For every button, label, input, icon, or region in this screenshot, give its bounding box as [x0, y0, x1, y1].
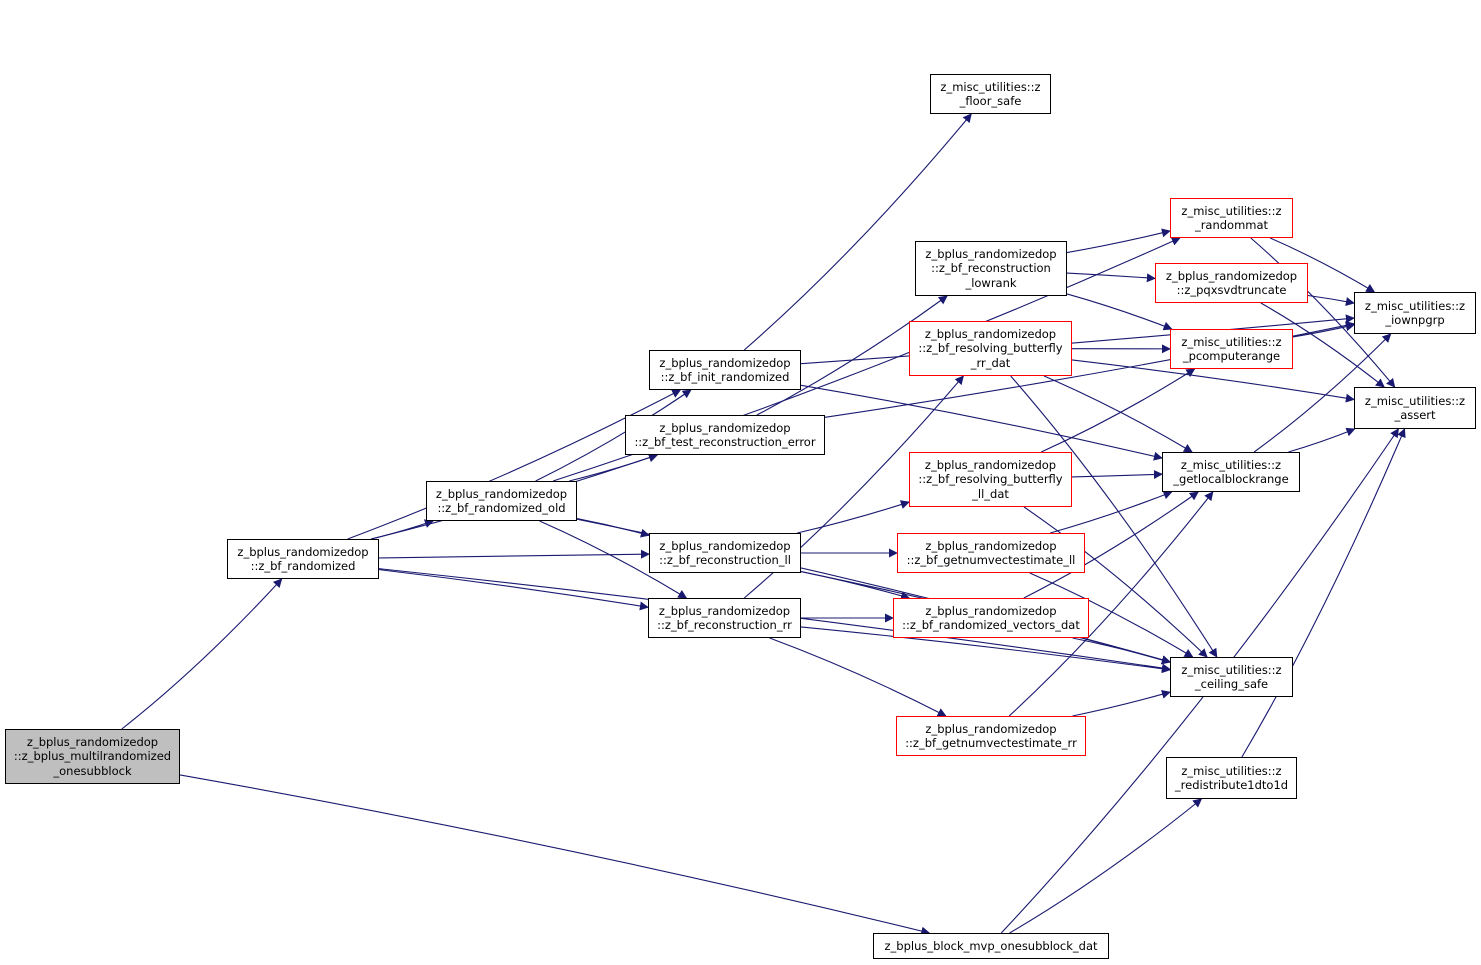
edge-bf_resolving_butterfly_ll_dat-to-getlocalblockrange	[1071, 469, 1163, 479]
edge-bf_randomized_old-to-bf_test_reconstruction_error	[569, 453, 659, 482]
node-label: z_bplus_randomizedop ::z_bplus_multilran…	[13, 734, 172, 778]
node-z-bplus-block-mvp-onesubblock-dat[interactable]: z_bplus_block_mvp_onesubblock_dat	[873, 933, 1109, 959]
edge-bf_randomized_vectors_dat-to-ceiling_safe	[1072, 637, 1171, 665]
node-label: z_bplus_randomizedop ::z_bf_reconstructi…	[657, 603, 792, 633]
node-label: z_misc_utilities::z _iownpgrp	[1364, 298, 1466, 328]
edge-bf_reconstruction_rr-to-ceiling_safe	[800, 626, 1171, 674]
node-z-iownpgrp[interactable]: z_misc_utilities::z _iownpgrp	[1354, 292, 1476, 334]
node-label: z_bplus_randomizedop ::z_bf_resolving_bu…	[918, 326, 1063, 370]
edge-pqxsvdtruncate-to-assert	[1260, 302, 1385, 388]
node-z-floor-safe[interactable]: z_misc_utilities::z _floor_safe	[930, 74, 1051, 114]
edge-bf_randomized-to-bf_reconstruction_rr	[378, 569, 649, 611]
node-label: z_bplus_randomizedop ::z_bf_reconstructi…	[925, 246, 1057, 290]
node-z-bf-randomized[interactable]: z_bplus_randomizedop ::z_bf_randomized	[227, 539, 379, 579]
edge-bf_randomized_old-to-bf_reconstruction_rr	[539, 520, 688, 599]
node-z-randommat[interactable]: z_misc_utilities::z _randommat	[1170, 198, 1293, 238]
edge-bf_randomized-to-bf_reconstruction_ll	[378, 549, 650, 559]
edge-block_mvp_onesubblock_dat-to-assert	[1000, 428, 1399, 934]
edge-bf_randomized_old-to-bf_init_randomized	[535, 389, 692, 482]
edge-bf_getnumvectestimate_rr-to-ceiling_safe	[1072, 689, 1171, 717]
node-z-bf-test-reconstruction-error[interactable]: z_bplus_randomizedop ::z_bf_test_reconst…	[625, 415, 825, 455]
node-label: z_misc_utilities::z _pcomputerange	[1181, 334, 1282, 364]
node-z-ceiling-safe[interactable]: z_misc_utilities::z _ceiling_safe	[1170, 657, 1293, 697]
edge-bf_reconstruction_lowrank-to-pqxsvdtruncate	[1066, 272, 1156, 283]
node-z-redistribute1dto1d[interactable]: z_misc_utilities::z _redistribute1dto1d	[1166, 757, 1297, 799]
node-label: z_bplus_randomizedop ::z_bf_randomized_v…	[902, 603, 1080, 633]
edge-bf_getnumvectestimate_rr-to-getlocalblockrange	[1008, 491, 1214, 717]
node-z-bf-resolving-butterfly-ll-dat[interactable]: z_bplus_randomizedop ::z_bf_resolving_bu…	[909, 452, 1072, 507]
edge-bf_test_reconstruction_error-to-bf_reconstruction_lowrank	[756, 295, 948, 416]
edge-bf_reconstruction_lowrank-to-pcomputerange	[1066, 293, 1173, 331]
edge-pqxsvdtruncate-to-iownpgrp	[1307, 294, 1355, 306]
edge-bf_resolving_butterfly_rr_dat-to-ceiling_safe	[1010, 375, 1218, 658]
node-label: z_bplus_randomizedop ::z_bf_getnumvectes…	[905, 721, 1077, 751]
edge-bf_reconstruction_rr-to-bf_resolving_butterfly_rr_dat	[743, 375, 964, 599]
node-label: z_misc_utilities::z _randommat	[1181, 203, 1282, 233]
node-label: z_bplus_randomizedop ::z_pqxsvdtruncate	[1165, 268, 1298, 298]
node-z-pcomputerange[interactable]: z_misc_utilities::z _pcomputerange	[1170, 329, 1293, 369]
edge-bf_resolving_butterfly_ll_dat-to-ceiling_safe	[1023, 506, 1208, 658]
node-label: z_misc_utilities::z _floor_safe	[940, 79, 1041, 109]
node-label: z_misc_utilities::z _redistribute1dto1d	[1174, 763, 1289, 793]
node-z-bplus-multilrandomized-onesubblock: z_bplus_randomizedop ::z_bplus_multilran…	[5, 729, 180, 784]
edge-bf_resolving_butterfly_rr_dat-to-assert	[1071, 359, 1355, 403]
edge-bf_randomized-to-bf_init_randomized	[347, 389, 682, 540]
node-label: z_bplus_randomizedop ::z_bf_getnumvectes…	[906, 538, 1076, 568]
node-z-bf-randomized-old[interactable]: z_bplus_randomizedop ::z_bf_randomized_o…	[426, 481, 577, 521]
edge-bf_resolving_butterfly_ll_dat-to-pcomputerange	[1041, 368, 1196, 453]
node-label: z_bplus_randomizedop ::z_bf_reconstructi…	[659, 538, 791, 568]
node-label: z_bplus_block_mvp_onesubblock_dat	[884, 938, 1098, 953]
edge-block_mvp_onesubblock_dat-to-redistribute1dto1d	[1009, 798, 1203, 934]
node-label: z_misc_utilities::z _assert	[1364, 393, 1466, 423]
edge-redistribute1dto1d-to-assert	[1241, 428, 1406, 758]
edge-getlocalblockrange-to-iownpgrp	[1253, 333, 1392, 453]
node-label: z_bplus_randomizedop ::z_bf_init_randomi…	[659, 355, 791, 385]
edge-bf_reconstruction_ll-to-bf_resolving_butterfly_ll_dat	[797, 500, 910, 534]
node-label: z_bplus_randomizedop ::z_bf_test_reconst…	[634, 420, 816, 450]
node-z-bf-reconstruction-ll[interactable]: z_bplus_randomizedop ::z_bf_reconstructi…	[649, 533, 801, 573]
node-z-bf-reconstruction-rr[interactable]: z_bplus_randomizedop ::z_bf_reconstructi…	[648, 598, 801, 638]
edge-bf_reconstruction_lowrank-to-randommat	[1066, 228, 1171, 254]
edge-root-to-bf_randomized	[121, 578, 283, 730]
node-label: z_bplus_randomizedop ::z_bf_randomized_o…	[435, 486, 568, 516]
edge-randommat-to-assert	[1250, 237, 1396, 388]
node-label: z_misc_utilities::z _ceiling_safe	[1181, 662, 1282, 692]
node-z-bf-getnumvectestimate-rr[interactable]: z_bplus_randomizedop ::z_bf_getnumvectes…	[896, 716, 1086, 756]
edge-getlocalblockrange-to-assert	[1288, 427, 1356, 453]
edge-bf_randomized_vectors_dat-to-getlocalblockrange	[1023, 491, 1199, 599]
edge-bf_reconstruction_ll-to-bf_randomized_vectors_dat	[800, 571, 911, 601]
node-z-pqxsvdtruncate[interactable]: z_bplus_randomizedop ::z_pqxsvdtruncate	[1155, 263, 1308, 303]
edge-bf_reconstruction_rr-to-bf_getnumvectestimate_rr	[769, 637, 947, 717]
node-label: z_bplus_randomizedop ::z_bf_randomized	[237, 544, 369, 574]
node-z-bf-init-randomized[interactable]: z_bplus_randomizedop ::z_bf_init_randomi…	[649, 350, 801, 390]
node-z-assert[interactable]: z_misc_utilities::z _assert	[1354, 387, 1476, 429]
edge-pcomputerange-to-iownpgrp	[1292, 322, 1355, 338]
node-z-bf-reconstruction-lowrank[interactable]: z_bplus_randomizedop ::z_bf_reconstructi…	[915, 241, 1067, 296]
node-label: z_misc_utilities::z _getlocalblockrange	[1173, 457, 1289, 487]
edge-bf_resolving_butterfly_rr_dat-to-getlocalblockrange	[1043, 375, 1193, 453]
node-z-bf-randomized-vectors-dat[interactable]: z_bplus_randomizedop ::z_bf_randomized_v…	[893, 598, 1089, 638]
edge-bf_randomized-to-bf_randomized_old	[371, 519, 434, 540]
edge-bf_getnumvectestimate_ll-to-ceiling_safe	[1029, 572, 1194, 658]
edge-randommat-to-iownpgrp	[1269, 237, 1376, 293]
node-z-bf-getnumvectestimate-ll[interactable]: z_bplus_randomizedop ::z_bf_getnumvectes…	[897, 533, 1085, 573]
edge-bf_init_randomized-to-floor_safe	[743, 113, 972, 351]
node-z-getlocalblockrange[interactable]: z_misc_utilities::z _getlocalblockrange	[1162, 452, 1300, 492]
edge-bf_getnumvectestimate_ll-to-getlocalblockrange	[1050, 490, 1173, 534]
node-label: z_bplus_randomizedop ::z_bf_resolving_bu…	[918, 457, 1063, 501]
edge-bf_init_randomized-to-iownpgrp	[800, 314, 1355, 365]
node-z-bf-resolving-butterfly-rr-dat[interactable]: z_bplus_randomizedop ::z_bf_resolving_bu…	[909, 321, 1072, 376]
edge-bf_init_randomized-to-getlocalblockrange	[800, 384, 1163, 461]
edge-root-to-block_mvp_onesubblock_dat	[179, 774, 931, 936]
